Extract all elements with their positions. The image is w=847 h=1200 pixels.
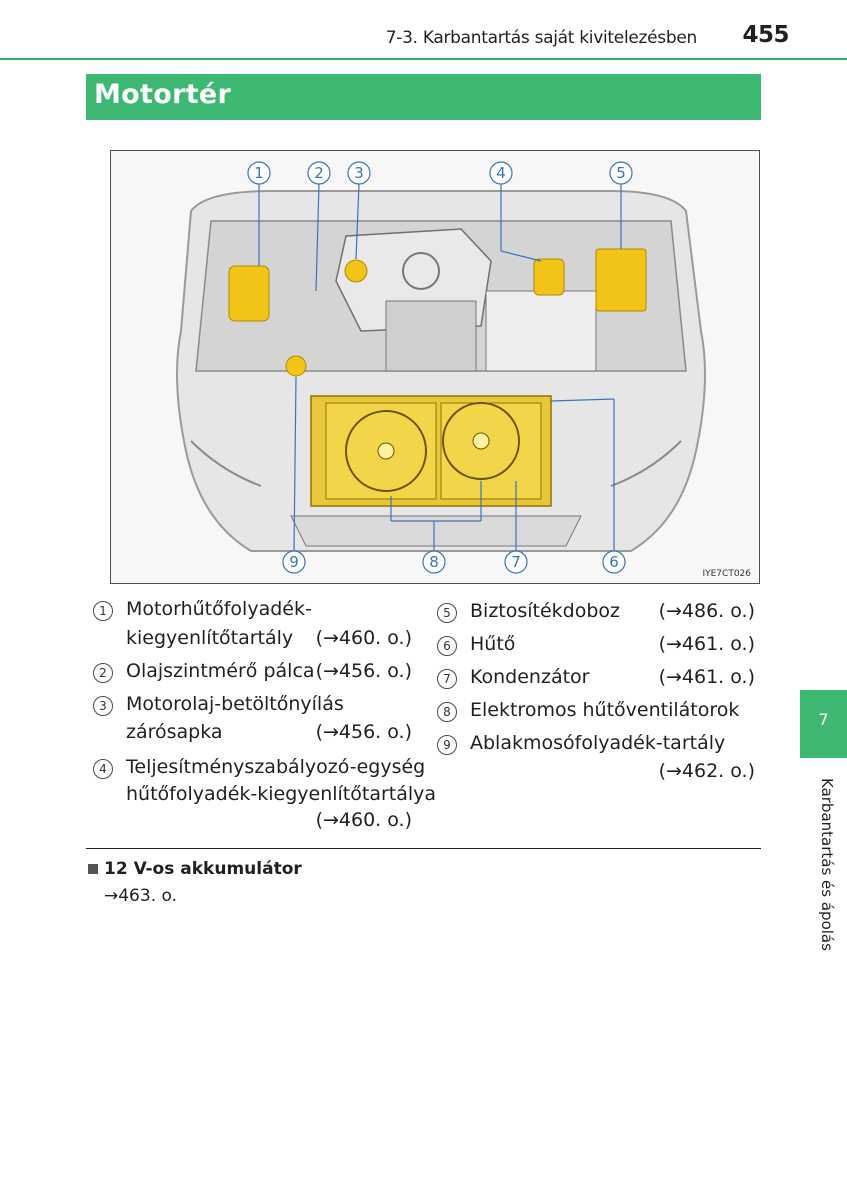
- square-bullet-icon: [88, 864, 98, 874]
- callout-8: 8: [422, 550, 446, 574]
- callout-9: 9: [282, 550, 306, 574]
- engine-bay-drawing: 1 2 3 4 5 9 8 7 6: [176, 161, 706, 574]
- page-number: 455: [742, 22, 789, 48]
- item-label-line: Hűtő: [470, 633, 516, 655]
- section-title-bar: Motortér: [86, 74, 761, 120]
- chapter-tab-label: Karbantartás és ápolás: [818, 778, 836, 951]
- svg-text:7: 7: [511, 553, 521, 571]
- page-reference: (→456. o.): [315, 721, 412, 743]
- callout-4: 4: [489, 161, 513, 185]
- item-number: 4: [93, 759, 113, 779]
- svg-text:8: 8: [429, 553, 439, 571]
- item-label-line: Teljesítményszabályozó-egység: [126, 756, 426, 778]
- item-number: 7: [437, 669, 457, 689]
- page-reference: (→461. o.): [658, 633, 755, 655]
- battery-heading: 12 V-os akkumulátor: [104, 859, 302, 879]
- callout-3: 3: [347, 161, 371, 185]
- item-number: 1: [93, 601, 113, 621]
- item-number: 5: [437, 603, 457, 623]
- item-label-line: Biztosítékdoboz: [470, 600, 621, 622]
- callout-6: 6: [602, 550, 626, 574]
- item-number: 3: [93, 696, 113, 716]
- item-label-line: Motorhűtőfolyadék-: [126, 598, 312, 620]
- svg-text:6: 6: [609, 553, 619, 571]
- item-label-line: Kondenzátor: [470, 666, 590, 688]
- item-label-line: hűtőfolyadék-kiegyenlítőtartálya: [126, 783, 437, 805]
- engine-bay-illustration: 1 2 3 4 5 9 8 7 6 IYE7CT026: [110, 150, 760, 584]
- item-number: 2: [93, 663, 113, 683]
- item-label-line: zárósapka: [126, 721, 223, 743]
- page-reference: (→460. o.): [315, 627, 412, 649]
- chapter-title: 7-3. Karbantartás saját kivitelezésben: [385, 28, 698, 48]
- item-label-line: Elektromos hűtőventilátorok: [470, 699, 740, 721]
- callout-7: 7: [504, 550, 528, 574]
- page-reference: (→460. o.): [315, 809, 412, 831]
- page-reference: (→461. o.): [658, 666, 755, 688]
- callout-5: 5: [609, 161, 633, 185]
- item-label-line: kiegyenlítőtartály: [126, 627, 294, 649]
- item-number: 9: [437, 735, 457, 755]
- svg-text:2: 2: [314, 164, 324, 182]
- page-reference: (→456. o.): [315, 660, 412, 682]
- item-number: 6: [437, 636, 457, 656]
- item-label-line: Motorolaj-betöltőnyílás: [126, 693, 344, 715]
- item-label-line: Olajszintmérő pálca: [126, 660, 315, 682]
- chapter-tab-number: 7: [818, 710, 829, 729]
- figure-code: IYE7CT026: [702, 569, 751, 579]
- svg-text:4: 4: [496, 164, 506, 182]
- header-divider: [0, 58, 847, 60]
- battery-page-reference: →463. o.: [104, 886, 178, 906]
- callout-2: 2: [307, 161, 331, 185]
- page-reference: (→462. o.): [658, 760, 755, 782]
- svg-text:3: 3: [354, 164, 364, 182]
- svg-text:5: 5: [616, 164, 626, 182]
- svg-text:9: 9: [289, 553, 299, 571]
- page-reference: (→486. o.): [658, 600, 755, 622]
- item-number: 8: [437, 702, 457, 722]
- item-label-line: Ablakmosófolyadék-tartály: [470, 732, 726, 754]
- section-title: Motortér: [94, 79, 232, 110]
- section-divider: [86, 848, 761, 849]
- chapter-tab: 7: [800, 690, 847, 758]
- callout-1: 1: [247, 161, 271, 185]
- svg-text:1: 1: [254, 164, 264, 182]
